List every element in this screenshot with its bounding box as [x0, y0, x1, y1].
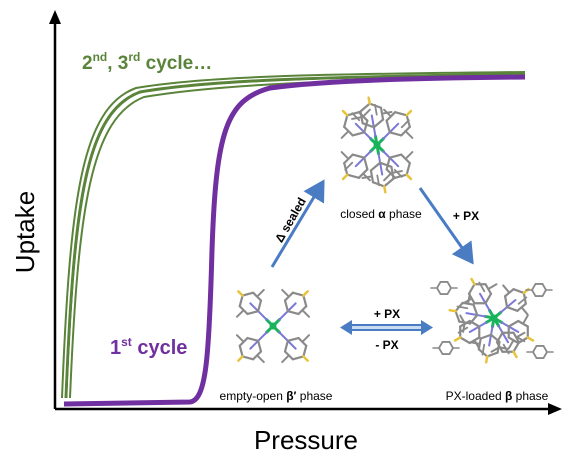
arrow-to-loaded	[418, 187, 474, 265]
x-axis-label: Pressure	[254, 425, 358, 455]
label-first-cycle: 1st cycle	[110, 335, 187, 359]
label-later-cycles: 2nd, 3rd cycle…	[82, 50, 212, 74]
x-axis-arrowhead	[548, 403, 562, 415]
y-axis-arrowhead	[49, 10, 61, 24]
label-backward: - PX	[375, 338, 398, 352]
curve-first-cycle	[63, 74, 526, 407]
phase-label-empty-open: empty-open β′ phase	[220, 389, 333, 403]
structure-closed-alpha	[340, 96, 414, 194]
transition-arrows	[270, 179, 474, 335]
arrow-exchange	[340, 320, 433, 335]
phase-label-loaded: PX-loaded β phase	[446, 389, 549, 403]
label-to-loaded: + PX	[453, 209, 479, 223]
label-forward: + PX	[374, 307, 400, 321]
structure-empty-open-beta-prime	[235, 288, 311, 364]
structure-px-loaded-beta	[430, 277, 554, 364]
arrow-sealed	[270, 179, 325, 268]
phase-label-closed: closed α phase	[340, 207, 422, 221]
axes	[49, 10, 562, 415]
y-axis-label: Uptake	[10, 191, 40, 273]
